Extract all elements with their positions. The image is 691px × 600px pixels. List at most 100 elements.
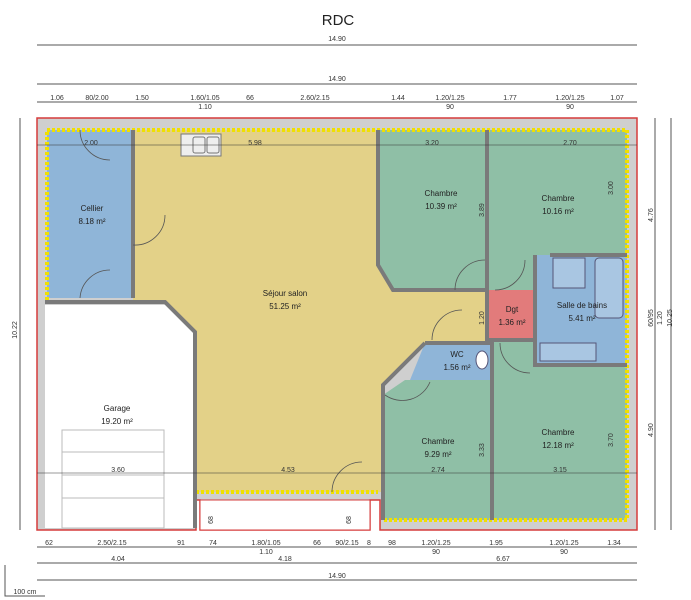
dim: 1.50 bbox=[135, 95, 149, 102]
dim: 90 bbox=[566, 104, 574, 111]
dim: 3.60 bbox=[111, 467, 125, 474]
dim: 1.20/1.25 bbox=[435, 95, 464, 102]
dim: 91 bbox=[177, 540, 185, 547]
room-area: 5.41 m² bbox=[568, 314, 595, 323]
room-chambre-1 bbox=[378, 130, 487, 290]
room-area: 51.25 m² bbox=[269, 302, 301, 311]
dim: 2.74 bbox=[431, 467, 445, 474]
porch bbox=[199, 499, 371, 531]
insulation bbox=[45, 128, 629, 522]
dim: 66 bbox=[313, 540, 321, 547]
dim: 1.20/1.25 bbox=[421, 540, 450, 547]
dim: 1.10 bbox=[198, 104, 212, 111]
room-area: 12.18 m² bbox=[542, 441, 574, 450]
room-name: Cellier bbox=[81, 204, 104, 213]
garage-door bbox=[61, 429, 165, 529]
room-area: 1.56 m² bbox=[443, 363, 470, 372]
dim: 4.53 bbox=[281, 467, 295, 474]
room-name: Chambre bbox=[542, 428, 575, 437]
room-name: Chambre bbox=[425, 189, 458, 198]
dim: 1.20/1.25 bbox=[549, 540, 578, 547]
dim: 4.18 bbox=[278, 556, 292, 563]
door-arcs bbox=[79, 129, 531, 493]
room-chambre-4 bbox=[492, 340, 627, 520]
room-cellier bbox=[47, 130, 133, 298]
dim: 3.00 bbox=[608, 181, 615, 195]
dim: 68 bbox=[346, 516, 353, 524]
room-garage bbox=[45, 305, 195, 528]
dim: 6.67 bbox=[496, 556, 510, 563]
room-area: 1.36 m² bbox=[498, 318, 525, 327]
room-name: Séjour salon bbox=[263, 289, 307, 298]
room-name: Dgt bbox=[506, 305, 519, 314]
interior-walls bbox=[45, 130, 627, 528]
room-dgt bbox=[487, 290, 535, 340]
room-name: WC bbox=[450, 350, 464, 359]
toilet-icon bbox=[475, 350, 489, 370]
room-area: 10.16 m² bbox=[542, 207, 574, 216]
dim: 2.60/2.15 bbox=[300, 95, 329, 102]
scale-bar: 100 cm bbox=[4, 565, 45, 597]
dim: 90/2.15 bbox=[335, 540, 358, 547]
room-name: Chambre bbox=[422, 437, 455, 446]
dim-left: 10.22 bbox=[12, 321, 19, 339]
interior-dimensions: 2.00 5.98 3.20 2.70 3.89 3.00 1.20 3.33 … bbox=[37, 140, 637, 524]
dim: 1.20 bbox=[657, 311, 664, 325]
dim-top-total: 14.90 bbox=[328, 36, 346, 43]
dim: 98 bbox=[388, 540, 396, 547]
dim: 4.90 bbox=[648, 423, 655, 437]
dim: 1.44 bbox=[391, 95, 405, 102]
bottom-dimensions: 62 2.50/2.15 91 74 1.80/1.05 66 90/2.15 … bbox=[37, 540, 637, 581]
room-name: Chambre bbox=[542, 194, 575, 203]
dim: 4.04 bbox=[111, 556, 125, 563]
dim: 5.98 bbox=[248, 140, 262, 147]
dim: 90 bbox=[560, 549, 568, 556]
dim: 90 bbox=[446, 104, 454, 111]
room-wc bbox=[410, 343, 492, 380]
room-area: 10.39 m² bbox=[425, 202, 457, 211]
room-sejour bbox=[133, 130, 487, 492]
dim: 10.25 bbox=[667, 309, 674, 327]
dim: 8 bbox=[367, 540, 371, 547]
dim: 90 bbox=[432, 549, 440, 556]
room-area: 9.29 m² bbox=[424, 450, 451, 459]
dim: 66 bbox=[246, 95, 254, 102]
dim: 1.06 bbox=[50, 95, 64, 102]
dim: 1.20 bbox=[479, 311, 486, 325]
dim: 60/95 bbox=[648, 309, 655, 327]
dim: 1.20/1.25 bbox=[555, 95, 584, 102]
dim: 2.70 bbox=[563, 140, 577, 147]
dim: 1.60/1.05 bbox=[190, 95, 219, 102]
dim: 2.00 bbox=[84, 140, 98, 147]
dim: 2.50/2.15 bbox=[97, 540, 126, 547]
top-dimensions: 14.90 14.90 1.06 80/2.00 1.50 1.60/1.05 … bbox=[37, 36, 637, 111]
room-labels: Cellier 8.18 m² Séjour salon 51.25 m² Ga… bbox=[78, 189, 607, 459]
dim: 68 bbox=[208, 516, 215, 524]
scale-label: 100 cm bbox=[14, 589, 37, 596]
dim: 1.10 bbox=[259, 549, 273, 556]
dim: 1.77 bbox=[503, 95, 517, 102]
dim: 3.33 bbox=[479, 443, 486, 457]
dim: 1.95 bbox=[489, 540, 503, 547]
bathtub-icon bbox=[594, 257, 624, 319]
room-area: 19.20 m² bbox=[101, 417, 133, 426]
dim: 3.70 bbox=[608, 433, 615, 447]
dim: 4.76 bbox=[648, 208, 655, 222]
room-area: 8.18 m² bbox=[78, 217, 105, 226]
shower-icon bbox=[552, 257, 586, 289]
plan-title: RDC bbox=[322, 12, 355, 29]
room-name: Garage bbox=[104, 404, 131, 413]
room-chambre-3 bbox=[383, 380, 492, 520]
dim: 80/2.00 bbox=[85, 95, 108, 102]
double-basin-icon bbox=[539, 342, 597, 362]
dim: 3.20 bbox=[425, 140, 439, 147]
dim-bottom-total: 14.90 bbox=[328, 573, 346, 580]
room-chambre-2 bbox=[487, 130, 627, 290]
dim: 1.07 bbox=[610, 95, 624, 102]
dim-top-total-2: 14.90 bbox=[328, 76, 346, 83]
side-dimensions: 10.22 4.76 60/95 1.20 4.90 10.25 bbox=[12, 118, 674, 530]
dim: 74 bbox=[209, 540, 217, 547]
dim: 3.89 bbox=[479, 203, 486, 217]
dim: 1.80/1.05 bbox=[251, 540, 280, 547]
